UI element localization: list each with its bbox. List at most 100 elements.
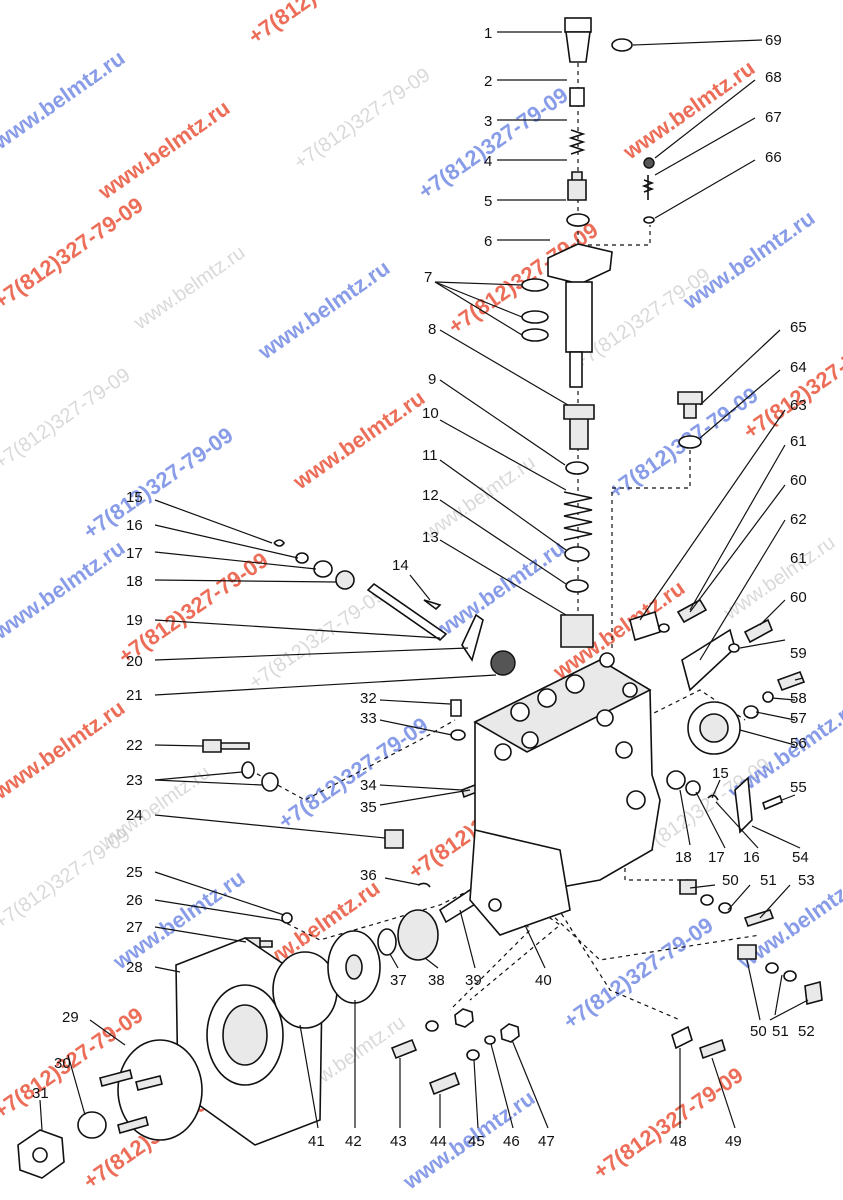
washer-part (743, 705, 759, 719)
callout-labels: 1 2 3 4 5 6 7 8 9 10 11 12 13 14 15 16 1… (32, 25, 815, 1150)
washer-part (466, 1049, 480, 1061)
o-ring-part (611, 38, 633, 52)
callout-6: 6 (484, 233, 492, 250)
callout-3: 3 (484, 113, 492, 130)
callout-45: 45 (468, 1133, 485, 1150)
watermark-site: www.belmtz.ru (618, 55, 760, 165)
callout-27: 27 (126, 919, 143, 936)
callout-61: 61 (790, 433, 807, 450)
valve-holder-part (569, 87, 585, 107)
watermark-phone: +7(812)327-79-09 (245, 584, 389, 694)
callout-17: 17 (126, 545, 143, 562)
bore-part (596, 709, 614, 727)
bore-part (488, 898, 502, 912)
control-rod-part (366, 582, 448, 642)
callout-36: 36 (360, 867, 377, 884)
clip-part (643, 216, 655, 224)
pin-spring-part (641, 175, 655, 200)
roller-bearing-part (397, 909, 439, 961)
seal-bore-inner-part (222, 1004, 268, 1066)
callout-24: 24 (126, 807, 143, 824)
screw-part (743, 618, 774, 644)
stud-part (428, 1071, 461, 1096)
callout-18: 18 (126, 573, 143, 590)
callout-14: 14 (392, 557, 409, 574)
delivery-valve-part (567, 171, 587, 201)
bolt-part (679, 879, 697, 895)
watermark-site: www.belmtz.ru (0, 695, 129, 805)
bore-part (565, 674, 585, 694)
callout-16: 16 (126, 517, 143, 534)
watermark-phone: +7(812)327-79-09 (589, 1062, 748, 1184)
callout-60b: 60 (790, 589, 807, 606)
o-ring-part (521, 328, 549, 342)
callout-20: 20 (126, 653, 143, 670)
callout-39: 39 (465, 972, 482, 989)
bearing-inner-part (699, 713, 729, 743)
callout-55: 55 (790, 779, 807, 796)
callout-47: 47 (538, 1133, 555, 1150)
bolt-part (202, 739, 250, 753)
callout-60: 60 (790, 472, 807, 489)
washer-part (700, 894, 714, 906)
bore-part (626, 790, 646, 810)
watermark-phone: +7(812)327-79-09 (0, 824, 134, 934)
bore-part (521, 731, 539, 749)
callout-2: 2 (484, 73, 492, 90)
callout-33: 33 (360, 710, 377, 727)
plug-bolt-part (384, 829, 404, 849)
washer-part (425, 1020, 439, 1032)
washer-part (765, 962, 779, 974)
bushing-part (335, 570, 355, 590)
bolt-part (743, 909, 775, 927)
callout-46: 46 (503, 1133, 520, 1150)
callout-15b: 15 (712, 765, 729, 782)
watermark-phone: +7(812)327-79-09 (114, 547, 273, 669)
washer-part (565, 461, 589, 475)
bore-part (615, 741, 633, 759)
watermark-phone: +7(812)327-79-09 (559, 912, 718, 1034)
washer-part (718, 902, 732, 914)
callout-54: 54 (792, 849, 809, 866)
stud-part (390, 1038, 418, 1060)
flange-part (547, 243, 613, 285)
plunger-part (569, 351, 583, 388)
callout-25: 25 (126, 864, 143, 881)
callout-1: 1 (484, 25, 492, 42)
screw-plug-part (677, 391, 703, 419)
bolt-part (776, 670, 806, 692)
callout-32: 32 (360, 690, 377, 707)
clamp-part (629, 610, 661, 642)
watermark-site: www.belmtz.ru (129, 241, 249, 334)
washer-part (783, 970, 797, 982)
watermark-site: www.belmtz.ru (0, 45, 129, 155)
callout-68: 68 (765, 69, 782, 86)
bore-part (599, 652, 615, 668)
callout-65: 65 (790, 319, 807, 336)
callout-59: 59 (790, 645, 807, 662)
callout-9: 9 (428, 371, 436, 388)
lever-part (461, 613, 484, 662)
washer-part (666, 770, 686, 790)
washer-part (565, 579, 589, 593)
callout-56: 56 (790, 735, 807, 752)
washer-part (685, 780, 701, 796)
lock-washer-part (77, 1111, 107, 1139)
plunger-spring-part (563, 491, 593, 541)
callout-22: 22 (126, 737, 143, 754)
bolt-part (804, 980, 823, 1006)
callout-30: 30 (54, 1055, 71, 1072)
callout-11: 11 (422, 447, 438, 464)
callout-63: 63 (790, 397, 807, 414)
watermark-phone: +7(812)327-79-09 (414, 82, 573, 204)
flange-hub-part (345, 954, 363, 980)
callout-48: 48 (670, 1133, 687, 1150)
gear-sleeve-part (490, 650, 516, 676)
watermark-site: www.belmtz.ru (678, 205, 820, 315)
callout-8: 8 (428, 321, 436, 338)
callout-37: 37 (390, 972, 407, 989)
callout-42: 42 (345, 1133, 362, 1150)
